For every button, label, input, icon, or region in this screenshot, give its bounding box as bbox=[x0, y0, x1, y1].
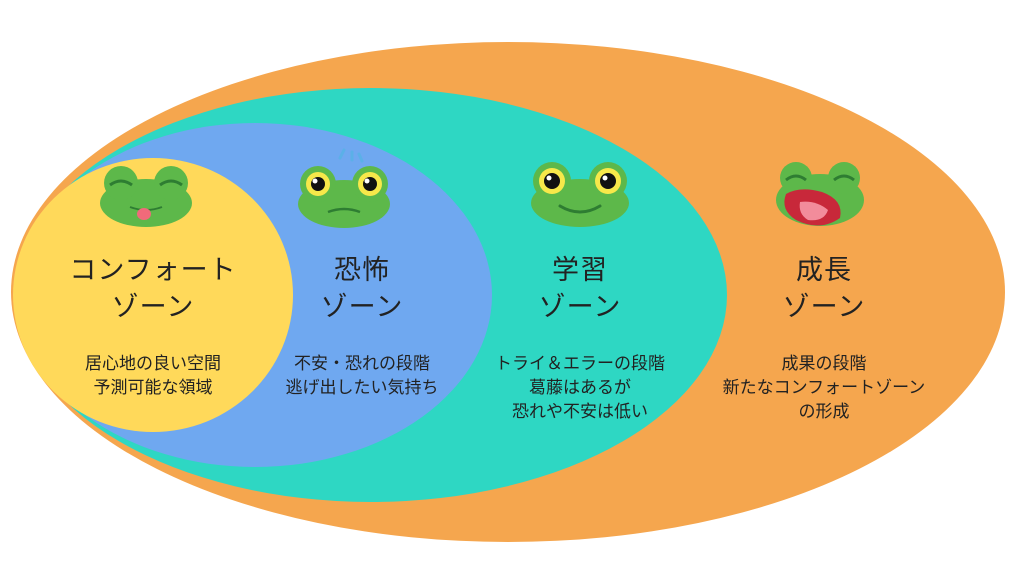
description-line: 新たなコンフォートゾーン bbox=[722, 378, 926, 398]
title-line: ゾーン bbox=[538, 292, 622, 323]
growth-zone-title: 成長 ゾーン bbox=[704, 252, 944, 326]
learning-zone-label: 学習 ゾーン トライ＆エラーの段階 葛藤はあるが 恐れや不安は低い bbox=[475, 252, 685, 424]
title-line: ゾーン bbox=[320, 292, 404, 323]
learning-zone-title: 学習 ゾーン bbox=[475, 252, 685, 326]
comfort-zone-description: 居心地の良い空間 予測可能な領域 bbox=[23, 352, 283, 400]
title-line: 恐怖 bbox=[334, 255, 390, 286]
nervous-frog-icon bbox=[298, 148, 390, 228]
comfort-zone-label: コンフォート ゾーン 居心地の良い空間 予測可能な領域 bbox=[23, 252, 283, 400]
description-line: 恐れや不安は低い bbox=[512, 402, 648, 422]
laughing-frog-icon bbox=[776, 162, 864, 226]
title-line: ゾーン bbox=[111, 292, 195, 323]
comfort-zone-ellipse bbox=[13, 158, 293, 432]
description-line: 予測可能な領域 bbox=[93, 378, 213, 398]
description-line: トライ＆エラーの段階 bbox=[495, 354, 665, 374]
description-line: 逃げ出したい気持ち bbox=[285, 378, 439, 398]
title-line: 成長 bbox=[796, 255, 852, 286]
comfort-zone-title: コンフォート ゾーン bbox=[23, 252, 283, 326]
fear-zone-title: 恐怖 ゾーン bbox=[262, 252, 462, 326]
title-line: ゾーン bbox=[782, 292, 866, 323]
title-line: 学習 bbox=[552, 255, 608, 286]
fear-zone-label: 恐怖 ゾーン 不安・恐れの段階 逃げ出したい気持ち bbox=[262, 252, 462, 400]
description-line: 葛藤はあるが bbox=[529, 378, 631, 398]
growth-zone-label: 成長 ゾーン 成果の段階 新たなコンフォートゾーン の形成 bbox=[704, 252, 944, 424]
fear-zone-description: 不安・恐れの段階 逃げ出したい気持ち bbox=[262, 352, 462, 400]
description-line: 成果の段階 bbox=[781, 354, 867, 374]
description-line: の形成 bbox=[798, 402, 850, 422]
description-line: 不安・恐れの段階 bbox=[294, 354, 430, 374]
title-line: コンフォート bbox=[69, 255, 237, 286]
smiling-frog-icon bbox=[531, 162, 629, 227]
description-line: 居心地の良い空間 bbox=[85, 354, 221, 374]
sleeping-frog-icon bbox=[100, 166, 192, 227]
learning-zone-description: トライ＆エラーの段階 葛藤はあるが 恐れや不安は低い bbox=[475, 352, 685, 424]
growth-zone-description: 成果の段階 新たなコンフォートゾーン の形成 bbox=[704, 352, 944, 424]
